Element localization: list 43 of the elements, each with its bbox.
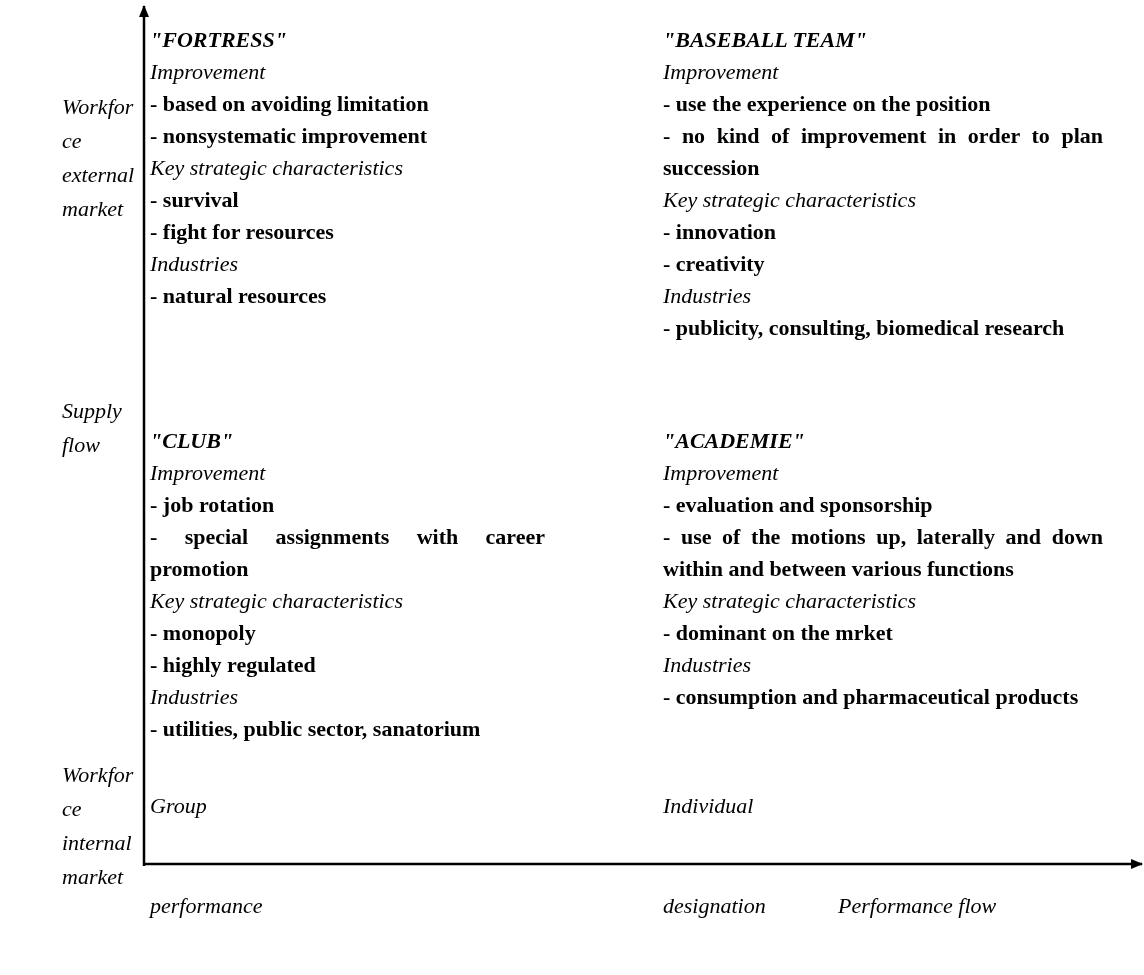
category-heading: Key strategic characteristics <box>663 186 917 214</box>
category-heading: Improvement <box>150 459 267 487</box>
bullet-item: - utilities, public sector, sanatorium <box>150 715 482 743</box>
bullet-item: - based on avoiding limitation <box>150 90 430 118</box>
category-heading: Improvement <box>663 459 780 487</box>
category-heading: Improvement <box>663 58 780 86</box>
bullet-item: - use of the motions up, laterally and down within and between various functions <box>663 523 1103 583</box>
bullet-item: - job rotation <box>150 491 276 519</box>
axis-label: Group <box>150 792 207 820</box>
category-heading: Industries <box>150 250 239 278</box>
category-heading: Industries <box>663 282 752 310</box>
bullet-item: - fight for resources <box>150 218 335 246</box>
bullet-item: - consumption and pharmaceutical products <box>663 683 1080 711</box>
bullet-item: - creativity <box>663 250 766 278</box>
category-heading: Improvement <box>150 58 267 86</box>
quadrant-title: "ACADEMIE" <box>663 427 806 455</box>
bullet-item: - highly regulated <box>150 651 317 679</box>
bullet-item: - use the experience on the position <box>663 90 992 118</box>
quadrant-title: "CLUB" <box>150 427 235 455</box>
category-heading: Key strategic characteristics <box>663 587 917 615</box>
bullet-item: - survival <box>150 186 240 214</box>
bullet-item: - monopoly <box>150 619 257 647</box>
axis-label: Supply flow <box>62 397 123 459</box>
axis-label: performance <box>150 892 263 920</box>
axis-label: designation <box>663 892 766 920</box>
category-heading: Industries <box>150 683 239 711</box>
bullet-item: - evaluation and sponsorship <box>663 491 934 519</box>
category-heading: Industries <box>663 651 752 679</box>
bullet-item: - innovation <box>663 218 778 246</box>
category-heading: Key strategic characteristics <box>150 154 404 182</box>
category-heading: Key strategic characteristics <box>150 587 404 615</box>
axis-label: Workforce internal market <box>62 761 135 891</box>
axis-label: Individual <box>663 792 754 820</box>
bullet-item: - dominant on the mrket <box>663 619 894 647</box>
bullet-item: - nonsystematic improvement <box>150 122 428 150</box>
bullet-item: - no kind of improvement in order to plan succession <box>663 122 1103 182</box>
axis-title: Performance flow <box>838 892 997 920</box>
bullet-item: - special assignments with career promotion <box>150 523 545 583</box>
quadrant-title: "FORTRESS" <box>150 26 288 54</box>
bullet-item: - natural resources <box>150 282 328 310</box>
axis-label: Workforce external market <box>62 93 136 223</box>
bullet-item: - publicity, consulting, biomedical research <box>663 314 1066 342</box>
quadrant-title: "BASEBALL TEAM" <box>663 26 868 54</box>
